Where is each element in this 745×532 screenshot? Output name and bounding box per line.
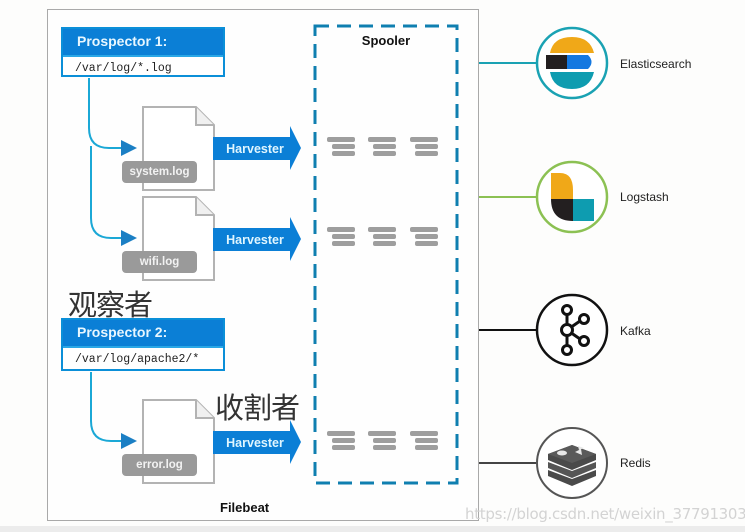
event-bar <box>415 438 438 443</box>
watermark: https://blog.csdn.net/weixin_37791303 <box>465 505 745 523</box>
event-bar <box>415 445 438 450</box>
harvester-label: Harvester <box>226 142 284 156</box>
spooler-title: Spooler <box>361 33 411 48</box>
file-label-wifi[interactable]: wifi.log <box>122 251 197 273</box>
prospector-title: Prospector 1: <box>63 29 223 55</box>
filebeat-label: Filebeat <box>220 500 270 515</box>
file-label-system[interactable]: system.log <box>122 161 197 183</box>
event-bar <box>415 241 438 246</box>
event-bar <box>332 241 355 246</box>
event-bar <box>373 241 396 246</box>
event-bar <box>373 438 396 443</box>
event-bar <box>368 137 396 142</box>
event-bar <box>373 234 396 239</box>
bottom-edge <box>0 526 745 532</box>
output-label-elasticsearch: Elasticsearch <box>620 57 692 71</box>
kafka-icon <box>535 293 609 367</box>
spooler-event-stack <box>410 137 440 158</box>
prospector-title: Prospector 2: <box>63 320 223 346</box>
event-bar <box>410 227 438 232</box>
spooler-event-stack <box>368 227 398 248</box>
connector-p1-wifi <box>90 146 137 246</box>
spooler-event-stack <box>368 137 398 158</box>
spooler-box <box>313 24 459 485</box>
spooler-event-stack <box>327 137 357 158</box>
event-bar <box>373 144 396 149</box>
harvester-arrow <box>213 217 301 261</box>
output-label-logstash: Logstash <box>620 190 669 204</box>
annotation-watcher: 观察者 <box>68 288 153 322</box>
event-bar <box>415 234 438 239</box>
harvester-label: Harvester <box>226 233 284 247</box>
prospector-1[interactable]: Prospector 1: /var/log/*.log <box>61 27 225 77</box>
event-bar <box>332 151 355 156</box>
spooler-event-stack <box>368 431 398 452</box>
event-bar <box>410 137 438 142</box>
spooler-event-stack <box>327 431 357 452</box>
annotation-harvester: 收割者 <box>215 391 300 425</box>
event-bar <box>332 234 355 239</box>
prospector-path: /var/log/*.log <box>63 55 223 81</box>
output-label-kafka: Kafka <box>620 324 651 338</box>
prospector-path: /var/log/apache2/* <box>63 346 223 372</box>
event-bar <box>332 144 355 149</box>
redis-icon <box>536 427 608 499</box>
event-bar <box>332 438 355 443</box>
event-bar <box>415 144 438 149</box>
event-bar <box>368 227 396 232</box>
spooler-event-stack <box>410 431 440 452</box>
event-bar <box>415 151 438 156</box>
event-bar <box>327 227 355 232</box>
event-bar <box>327 431 355 436</box>
output-label-redis: Redis <box>620 456 651 470</box>
harvester-arrow <box>213 126 301 170</box>
event-bar <box>368 431 396 436</box>
spooler-event-stack <box>410 227 440 248</box>
spooler-event-stack <box>327 227 357 248</box>
harvester-label: Harvester <box>226 436 284 450</box>
connector-p1-system <box>88 78 137 156</box>
event-bar <box>327 137 355 142</box>
event-bar <box>410 431 438 436</box>
elasticsearch-icon <box>535 26 609 100</box>
event-bar <box>373 151 396 156</box>
file-label-error[interactable]: error.log <box>122 454 197 476</box>
logstash-icon <box>535 160 609 234</box>
connector-p2-error <box>90 372 137 449</box>
prospector-2[interactable]: Prospector 2: /var/log/apache2/* <box>61 318 225 371</box>
harvester-arrow <box>213 420 301 464</box>
event-bar <box>332 445 355 450</box>
event-bar <box>373 445 396 450</box>
